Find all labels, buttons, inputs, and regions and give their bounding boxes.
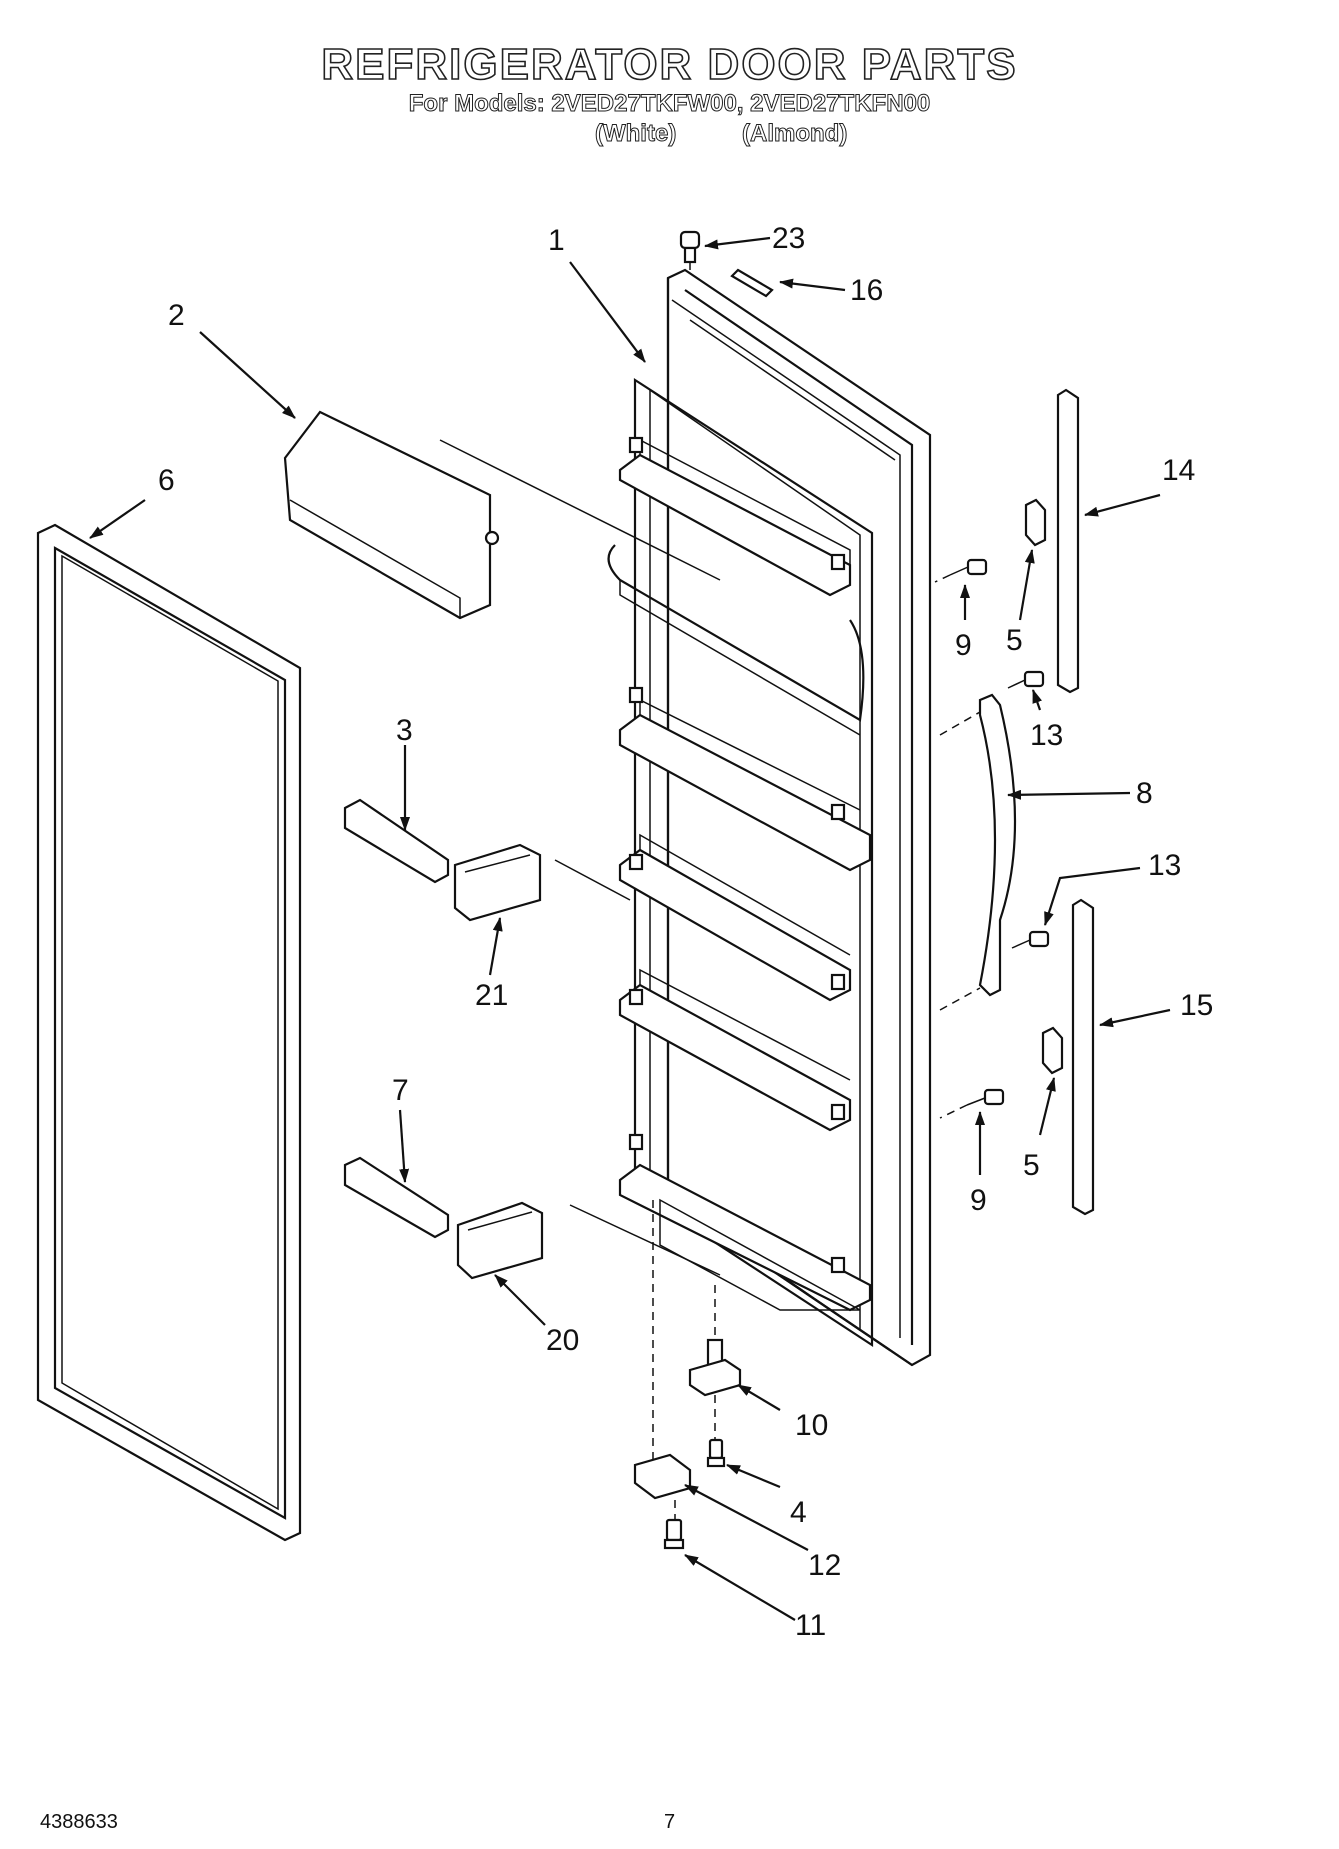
callout-15: 15 — [1180, 989, 1213, 1022]
leader-lines — [89, 236, 1171, 1621]
nameplate-label — [730, 268, 774, 298]
callout-23: 23 — [772, 222, 805, 255]
callout-8: 8 — [1136, 777, 1153, 810]
callout-1: 1 — [548, 224, 565, 257]
callout-5-lower: 5 — [1023, 1149, 1040, 1182]
document-number: 4388633 — [40, 1811, 118, 1833]
trim-clip-upper — [1024, 498, 1047, 547]
hinge-bracket-screw — [663, 1518, 685, 1550]
callout-3: 3 — [396, 714, 413, 747]
screw-9-upper — [934, 558, 988, 583]
callout-10: 10 — [795, 1409, 828, 1442]
bin-end-cap-lower — [456, 1201, 721, 1280]
hinge-pin-bracket — [688, 1285, 742, 1440]
page-title: REFRIGERATOR DOOR PARTS — [321, 39, 1018, 90]
callout-13-lower: 13 — [1148, 849, 1181, 882]
door-gasket — [36, 523, 302, 1542]
callout-12: 12 — [808, 1549, 841, 1582]
callout-7: 7 — [392, 1074, 409, 1107]
side-trim-lower — [1071, 898, 1095, 1216]
door-handle — [939, 693, 1017, 1011]
callout-21: 21 — [475, 979, 508, 1012]
callout-5-upper: 5 — [1006, 624, 1023, 657]
bin-trim-lower — [343, 1156, 450, 1239]
top-shelf-bin — [283, 410, 721, 620]
callout-9-lower: 9 — [970, 1184, 987, 1217]
callout-13-upper: 13 — [1030, 719, 1063, 752]
callout-2: 2 — [168, 299, 185, 332]
plug-button — [679, 230, 701, 275]
bin-end-cap-upper — [453, 843, 631, 922]
callout-6: 6 — [158, 464, 175, 497]
callout-14: 14 — [1162, 454, 1195, 487]
callout-4: 4 — [790, 1496, 807, 1529]
callout-11: 11 — [795, 1609, 826, 1642]
callout-20: 20 — [546, 1324, 579, 1357]
screw-13-upper — [1007, 670, 1045, 689]
side-trim-upper — [1056, 388, 1080, 694]
callout-9-upper: 9 — [955, 629, 972, 662]
door-liner — [607, 268, 932, 1367]
variant-almond: (Almond) — [741, 120, 848, 148]
screw-13-lower — [1011, 930, 1050, 949]
hinge-screw — [706, 1438, 726, 1468]
variant-white: (White) — [594, 120, 677, 148]
screw-9-lower — [939, 1088, 1005, 1119]
bin-trim-upper — [343, 798, 450, 884]
callout-16: 16 — [850, 274, 883, 307]
page-number: 7 — [664, 1811, 676, 1833]
models-line: For Models: 2VED27TKFW00, 2VED27TKFN00 — [408, 90, 931, 118]
trim-clip-lower — [1041, 1026, 1064, 1075]
